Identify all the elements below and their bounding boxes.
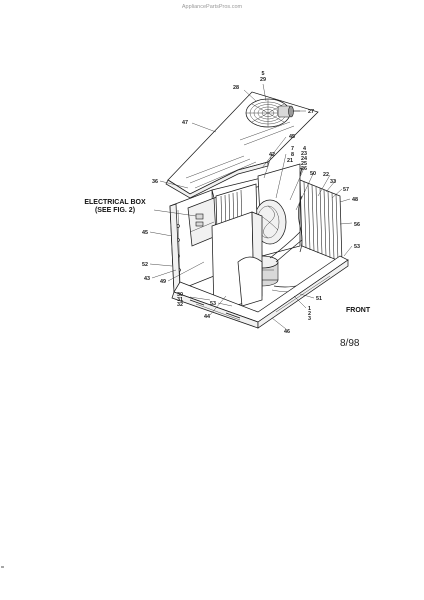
label-46: 46 xyxy=(284,329,290,335)
label-53-bottom: 53 xyxy=(210,301,216,307)
label-8: 8 xyxy=(291,152,294,158)
electrical-box-label: ELECTRICAL BOX xyxy=(84,199,146,206)
label-51: 51 xyxy=(316,296,322,302)
label-5: 5 xyxy=(262,71,265,77)
label-45-top: 45 xyxy=(289,134,295,140)
front-label: FRONT xyxy=(346,307,371,314)
label-36: 36 xyxy=(152,179,158,185)
right-coil xyxy=(298,179,343,263)
label-52: 52 xyxy=(142,262,148,268)
label-31: 31 xyxy=(177,297,183,303)
label-4: 4 xyxy=(303,146,306,152)
label-30: 30 xyxy=(177,292,183,298)
label-7: 7 xyxy=(291,146,294,152)
electrical-box-ref: (SEE FIG. 2) xyxy=(95,207,135,214)
label-57: 57 xyxy=(343,187,349,193)
label-33: 33 xyxy=(330,179,336,185)
leader-lines xyxy=(149,83,353,330)
site-watermark: AppliancePartsPros.com xyxy=(182,4,243,10)
label-56: 56 xyxy=(354,222,360,228)
label-21: 21 xyxy=(287,158,293,164)
label-47: 47 xyxy=(182,120,188,126)
label-50: 50 xyxy=(310,171,316,177)
label-45-left: 45 xyxy=(142,230,148,236)
label-43: 43 xyxy=(144,276,150,282)
label-29: 29 xyxy=(260,77,266,83)
revision-date: 8/98 xyxy=(340,338,360,349)
label-44: 44 xyxy=(204,314,210,320)
label-53-right: 53 xyxy=(354,244,360,250)
label-26: 26 xyxy=(301,166,307,172)
label-28: 28 xyxy=(233,85,239,91)
label-3: 3 xyxy=(308,316,311,322)
label-2: 2 xyxy=(308,311,311,317)
fan-motor xyxy=(277,105,300,118)
label-48: 48 xyxy=(352,197,358,203)
label-32: 32 xyxy=(177,302,183,308)
front-corner-panel xyxy=(211,211,263,313)
label-25: 25 xyxy=(301,161,307,167)
label-22: 22 xyxy=(323,172,329,178)
label-42: 42 xyxy=(269,152,275,158)
label-27: 27 xyxy=(308,109,314,115)
label-1: 1 xyxy=(308,306,311,312)
label-23: 23 xyxy=(301,151,307,157)
label-24: 24 xyxy=(301,156,307,162)
label-49: 49 xyxy=(160,279,166,285)
